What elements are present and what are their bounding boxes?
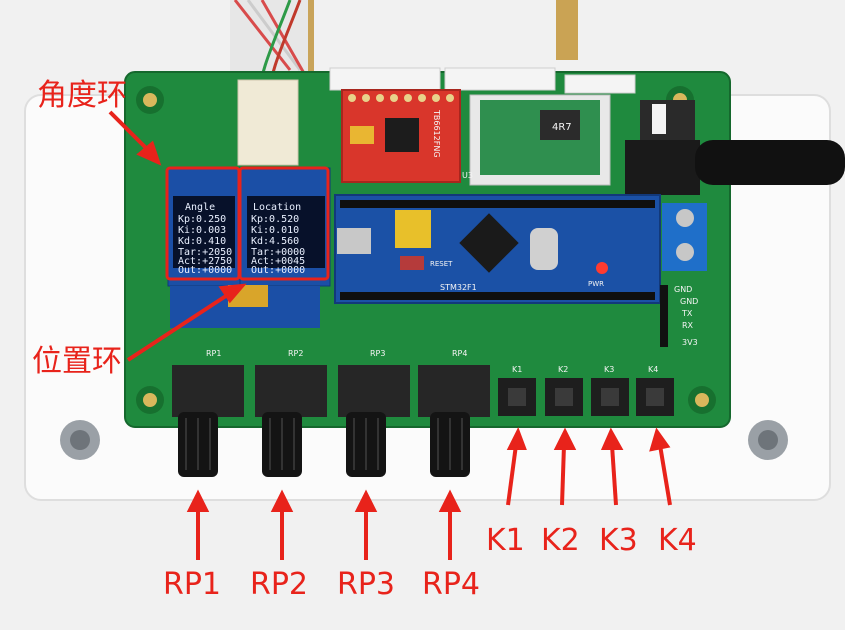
mcu-board-label: STM32F1 bbox=[440, 283, 477, 292]
silk-rp1: RP1 bbox=[206, 349, 221, 358]
callout-arrows bbox=[108, 110, 672, 560]
position-loop-highlight bbox=[238, 166, 330, 281]
callout-rp4: RP4 bbox=[422, 567, 480, 602]
crystal bbox=[530, 228, 558, 270]
connector bbox=[329, 67, 441, 91]
inductor bbox=[540, 110, 580, 140]
silk-rp2: RP2 bbox=[288, 349, 303, 358]
pin-header bbox=[340, 200, 655, 208]
knob-rp4 bbox=[418, 365, 490, 477]
oled-left-ki: Ki:0.003 bbox=[178, 225, 226, 236]
pin-header bbox=[340, 292, 655, 300]
brass-standoff bbox=[308, 0, 314, 80]
oled-left-title: Angle bbox=[185, 202, 215, 213]
usb-port bbox=[337, 228, 371, 254]
dc-jack bbox=[625, 140, 700, 195]
svg-text:TX: TX bbox=[681, 309, 693, 318]
pwr-label: PWR bbox=[588, 280, 604, 288]
oled-right-kd: Kd:4.560 bbox=[251, 236, 299, 247]
key-k2 bbox=[545, 378, 583, 416]
oled-screen-right bbox=[247, 196, 325, 268]
oled-left-kd: Kd:0.410 bbox=[178, 236, 226, 247]
oled-left-act: Act:+2750 bbox=[178, 256, 232, 267]
uart-header-labels: GND GND TX RX 3V3 bbox=[674, 285, 698, 347]
silk-rp3: RP3 bbox=[370, 349, 385, 358]
oled-right-out: Out:+0000 bbox=[251, 265, 305, 276]
capacitor bbox=[350, 126, 374, 144]
key-k4 bbox=[636, 378, 674, 416]
silk-k1: K1 bbox=[512, 365, 522, 374]
oled-right-act: Act:+0045 bbox=[251, 256, 305, 267]
uart-header bbox=[660, 285, 668, 347]
power-cable bbox=[695, 140, 845, 185]
callout-rp2: RP2 bbox=[250, 567, 308, 602]
knob-rp1 bbox=[172, 365, 244, 477]
oled-right-tar: Tar:+0000 bbox=[251, 247, 305, 258]
svg-text:GND: GND bbox=[674, 285, 692, 294]
callout-rp3: RP3 bbox=[337, 567, 395, 602]
connector bbox=[444, 67, 556, 91]
u3-label: U3 bbox=[462, 171, 473, 180]
callout-k4: K4 bbox=[658, 523, 697, 558]
oled-screen-left bbox=[173, 196, 235, 268]
connector bbox=[564, 74, 636, 94]
silk-rp4: RP4 bbox=[452, 349, 467, 358]
key-k1 bbox=[498, 378, 536, 416]
driver-chip bbox=[385, 118, 419, 152]
slide-switch bbox=[640, 100, 695, 140]
callout-k1: K1 bbox=[486, 523, 525, 558]
oled-right-title: Location bbox=[253, 202, 301, 213]
oled-left-tar: Tar:+2050 bbox=[178, 247, 232, 258]
ribbon-cable-stripes bbox=[233, 0, 307, 76]
oled-left-kp: Kp:0.250 bbox=[178, 214, 226, 225]
key-k3 bbox=[591, 378, 629, 416]
silk-k3: K3 bbox=[604, 365, 614, 374]
regulator-label: 4R7 bbox=[552, 122, 572, 133]
svg-text:3V3: 3V3 bbox=[682, 338, 698, 347]
callout-angle-loop: 角度环 bbox=[37, 78, 127, 113]
oled-left-out: Out:+0000 bbox=[178, 265, 232, 276]
mcu-chip bbox=[459, 213, 519, 273]
silk-k4: K4 bbox=[648, 365, 658, 374]
connector bbox=[237, 79, 299, 166]
callout-k3: K3 bbox=[599, 523, 638, 558]
knob-rp2 bbox=[255, 365, 327, 477]
svg-text:GND: GND bbox=[680, 297, 698, 306]
svg-text:RX: RX bbox=[682, 321, 694, 330]
oled-right-ki: Ki:0.010 bbox=[251, 225, 299, 236]
callout-k2: K2 bbox=[541, 523, 580, 558]
reset-button bbox=[400, 256, 424, 270]
jumper-block bbox=[395, 210, 431, 248]
callout-rp1: RP1 bbox=[163, 567, 221, 602]
silk-k2: K2 bbox=[558, 365, 568, 374]
power-led bbox=[596, 262, 608, 274]
reset-label: RESET bbox=[430, 260, 453, 268]
knob-rp3 bbox=[338, 365, 410, 477]
callout-position-loop: 位置环 bbox=[32, 344, 122, 379]
oled-right-kp: Kp:0.520 bbox=[251, 214, 299, 225]
brass-standoff bbox=[556, 0, 578, 60]
driver-chip-label: TB6612FNG bbox=[432, 109, 441, 158]
